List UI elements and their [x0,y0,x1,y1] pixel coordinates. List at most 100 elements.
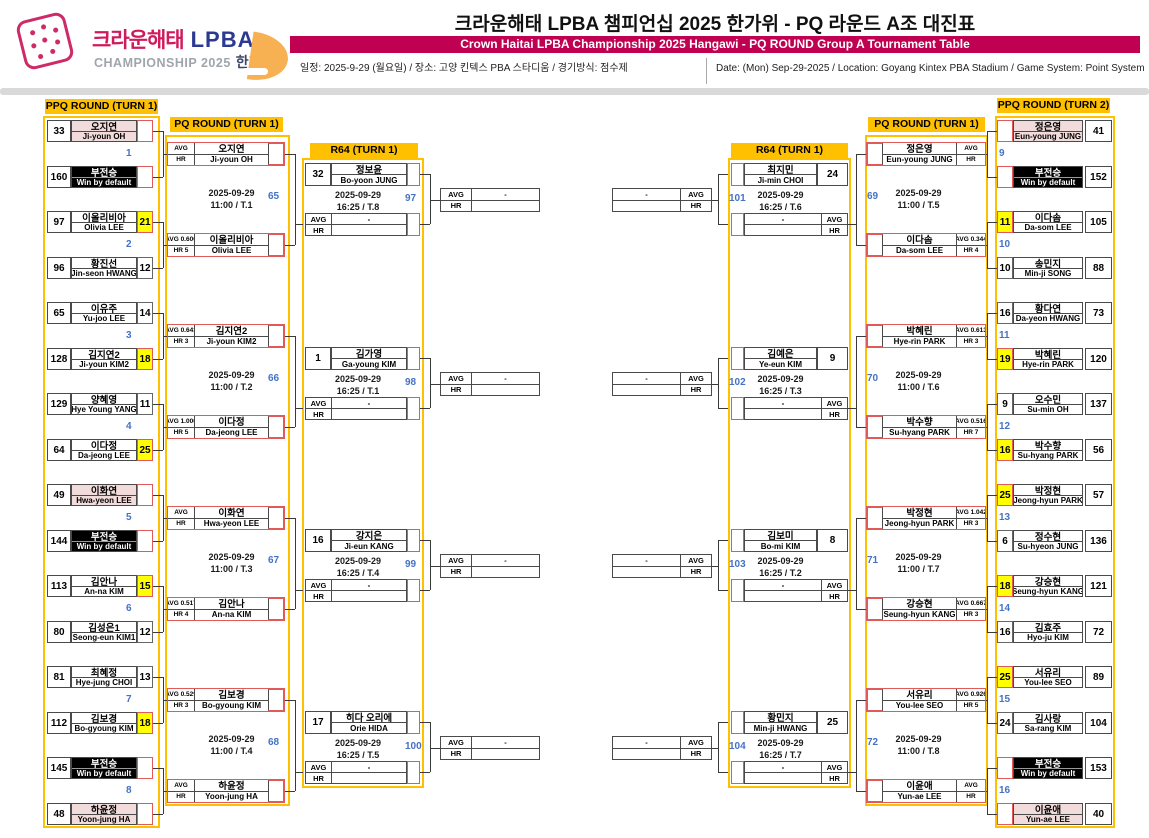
connector-line [856,336,857,427]
player-name-kr: 부전승 [72,531,136,541]
match-number: 65 [268,191,280,202]
match-date: 2025-09-29 [895,188,942,198]
match-number: 9 [999,148,1005,159]
connector-line [856,518,857,609]
player-name-en: Olivia LEE [195,244,268,257]
player-name-kr: 이다정 [218,417,245,427]
player-name-kr: 오지연 [218,144,245,154]
score-cell [997,120,1013,142]
player-stats: AVG 1.000HR 5 [168,416,195,438]
match-number: 8 [126,785,132,796]
player-name-en: You-lee SEO [1014,676,1082,688]
player-name-kr: 양혜영 [90,394,118,404]
player-name-kr: 박정현 [906,508,933,518]
match-number: 7 [126,694,132,705]
player-name-en: Jin-seon HWANG [72,267,136,278]
connector-line [987,723,997,724]
column-box-ppq-left [43,116,160,828]
connector-line [987,268,997,269]
stat-hr: HR [168,790,194,803]
player-name-kr: 김예은 [767,349,794,358]
avg-value: - [781,580,785,590]
score-cell: 11 [997,211,1013,233]
stat-hr: HR 7 [957,426,985,439]
player-name-kr: 송민지 [1034,258,1062,268]
column-header-ppq-left: PPQ ROUND (TURN 1) [45,99,158,114]
hr-value [472,565,539,578]
connector-line [430,200,440,201]
avg-value: - [645,373,648,383]
connector-line [987,131,997,132]
match-date: 2025-09-29 [334,374,382,384]
connector-line [856,427,866,428]
seed-number: 81 [47,666,71,688]
advance-hook [407,163,420,186]
player-name-en: Yu-joo LEE [72,312,136,324]
stat-hr: HR 3 [957,517,985,530]
connector-line [285,154,295,155]
player-name-en: Su-hyang PARK [883,426,956,439]
connector-line [718,722,719,772]
hr-label: HR [441,199,471,212]
match-date: 2025-09-29 [208,552,255,562]
seed-number: 40 [1085,803,1112,825]
player-name-en: Win by default [1014,767,1082,778]
hr-value [472,199,539,212]
hr-label: HR [822,590,847,601]
score-cell: 18 [137,712,153,734]
player-name-en: Ji-min CHOI [745,174,816,185]
stat-hr: HR [168,153,194,166]
score-cell: 16 [997,302,1013,324]
advance-hook [268,143,284,165]
advance-hook [731,761,744,784]
player-name-kr: 강지은 [355,531,383,540]
connector-line [856,609,866,610]
avg-value: - [504,737,507,747]
connector-line [163,609,168,610]
player-name-en: Da-som LEE [883,244,956,257]
connector-line [987,177,997,178]
pending-values: - [332,762,406,783]
column-box-r64-left [302,158,424,788]
connector-line [420,722,430,723]
connector-line [987,359,997,360]
dice-logo-icon [14,10,76,72]
connector-line [153,768,163,769]
stat-avg: AVG 0.517 [168,599,194,607]
connector-line [987,677,988,723]
match-date: 2025-09-29 [757,374,804,384]
score-cell: 13 [137,666,153,688]
advance-hook [867,234,883,256]
score-cell [137,757,153,779]
connector-line [285,518,295,519]
advance-hook [407,579,420,602]
match-time: 16:25 / T.5 [336,750,380,760]
connector-line [153,268,163,269]
seed-number: 1 [305,347,331,370]
player-name-en: Eun-young JUNG [883,153,956,166]
connector-line [163,245,168,246]
connector-line [285,336,295,337]
player-name-en: Seung-hyun KANG [1014,585,1082,596]
connector-line [420,224,430,225]
avg-label: AVG [310,580,327,590]
connector-line [285,609,295,610]
player-name-kr: 황진선 [90,258,118,268]
